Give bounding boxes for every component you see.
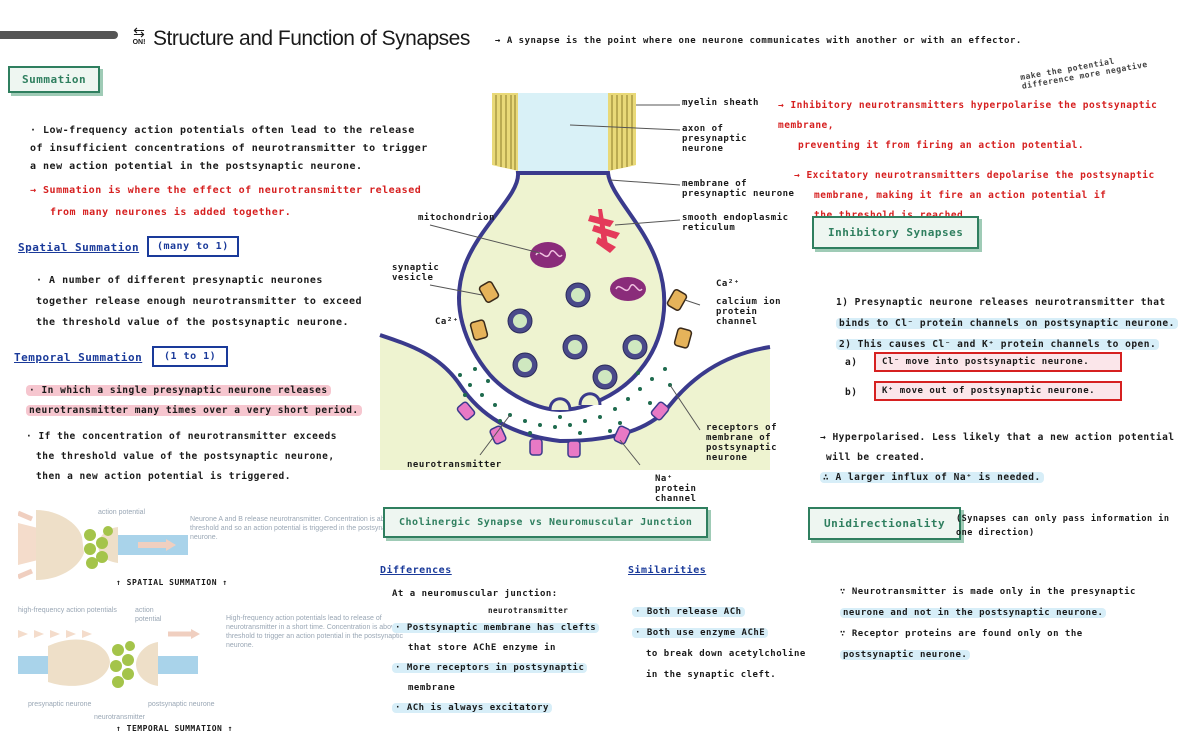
axon	[518, 93, 608, 173]
fig1-label-top: action potential	[98, 509, 146, 516]
similarities-heading: Similarities	[628, 565, 707, 576]
step-b-box: K⁺ move out of postsynaptic neurone.	[874, 381, 1122, 401]
hyperpolarised-text: → Hyperpolarised. Less likely that a new…	[820, 432, 1175, 483]
label-myelin: myelin sheath	[682, 98, 759, 108]
comparison-heading: Cholinergic Synapse vs Neuromuscular Jun…	[383, 507, 709, 538]
summation-intro: · Low-frequency action potentials often …	[30, 125, 428, 172]
differences-heading: Differences	[380, 565, 452, 576]
temporal-summation-tag: (1 to 1)	[152, 346, 229, 367]
postsynaptic-neurone	[380, 335, 770, 470]
summation-definition: → Summation is where the effect of neuro…	[30, 185, 422, 218]
unidirectionality-heading: Unidirectionality	[808, 507, 962, 540]
temporal-summation-figure	[18, 629, 200, 688]
spatial-summation-figure	[18, 510, 188, 580]
temporal-summation-text: · In which a single presynaptic neurone …	[26, 381, 362, 487]
fig1-title: ↑ SPATIAL SUMMATION ↑	[116, 578, 228, 587]
label-na-channel: Na⁺ protein channel	[655, 474, 697, 504]
fig2-caption: High-frequency action potentials lead to…	[226, 615, 411, 649]
label-receptors: receptors of membrane of postsynaptic ne…	[706, 423, 778, 463]
inhibitory-steps: 1) Presynaptic neurone releases neurotra…	[836, 292, 1178, 355]
step-a-box: Cl⁻ move into postsynaptic neurone.	[874, 352, 1122, 372]
spatial-summation-text: · A number of different presynaptic neur…	[36, 275, 363, 328]
inhibitory-synapses-heading: Inhibitory Synapses	[812, 216, 980, 249]
temporal-summation-heading: Temporal Summation	[14, 351, 143, 364]
label-ca-right: Ca²⁺	[716, 279, 740, 289]
neurotransmitter-types: → Inhibitory neurotransmitters hyperpola…	[778, 100, 1158, 221]
step-b-number: b)	[845, 387, 858, 398]
hyperpolarise-note: make the potential difference more negat…	[1019, 56, 1149, 91]
unidirectionality-text: ∵ Neurotransmitter is made only in the p…	[840, 587, 1136, 660]
page-title: Structure and Function of Synapses	[153, 27, 470, 50]
label-vesicle: synaptic vesicle	[392, 263, 440, 283]
unidirectionality-note: (Synapses can only pass information in o…	[956, 514, 1170, 538]
swap-icon: ⇆ ON!	[132, 24, 146, 46]
label-mitochondrion: mitochondrion	[418, 213, 495, 223]
fig2-neurotransmitter-label: neurotransmitter	[94, 714, 145, 721]
label-axon: axon of presynaptic neurone	[682, 124, 748, 154]
fig2-postsynaptic-label: postsynaptic neurone	[148, 701, 215, 708]
fig2-title: ↑ TEMPORAL SUMMATION ↑	[116, 724, 233, 733]
neurotransmitter-dots	[458, 367, 672, 435]
label-membrane-pre: membrane of presynaptic neurone	[682, 179, 795, 199]
step-a-number: a)	[845, 357, 858, 368]
summation-heading: Summation	[8, 66, 101, 93]
similarities-list: · Both release ACh · Both use enzyme ACh…	[632, 602, 806, 686]
fig2-label-left: high-frequency action potentials	[18, 607, 117, 614]
calcium-channels	[469, 281, 693, 349]
label-smooth-er: smooth endoplasmic reticulum	[682, 213, 789, 233]
fig1-caption: Neurone A and B release neurotransmitter…	[190, 516, 398, 541]
label-ca-channel: calcium ion protein channel	[716, 297, 782, 327]
title-underline-bar	[0, 31, 118, 39]
label-neurotransmitter: neurotransmitter	[407, 460, 502, 470]
smooth-er	[588, 209, 620, 253]
differences-list: At a neuromuscular junction: neurotransm…	[392, 584, 600, 718]
page-subtitle: → A synapse is the point where one neuro…	[495, 36, 1022, 46]
fig2-presynaptic-label: presynaptic neurone	[28, 701, 92, 708]
fig2-label-right: action potential	[135, 607, 162, 623]
receptor-channels	[456, 401, 670, 458]
spatial-summation-tag: (many to 1)	[147, 236, 239, 257]
spatial-summation-heading: Spatial Summation	[18, 241, 140, 254]
label-ca-left: Ca²⁺	[435, 317, 459, 327]
myelin-sheath	[492, 93, 636, 171]
synapse-diagram	[379, 93, 771, 470]
